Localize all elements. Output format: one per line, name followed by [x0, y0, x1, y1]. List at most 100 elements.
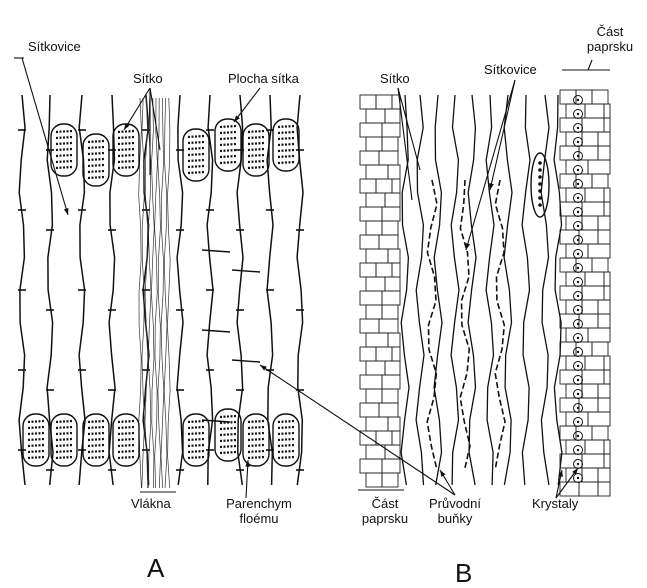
ray-cells-left	[360, 95, 400, 487]
crystal-core	[577, 323, 579, 325]
label-parenchym: Parenchym	[214, 497, 304, 511]
panel-a-drawing	[18, 95, 304, 488]
cell-wall-a	[297, 95, 303, 485]
cross-wall	[202, 420, 230, 422]
leader-sitkovice-a-arrow-head	[64, 208, 69, 215]
fiber-line	[145, 98, 148, 488]
sieve-pore	[538, 182, 542, 186]
crystal-core	[577, 225, 579, 227]
crystal-core	[577, 393, 579, 395]
label-sitkovice-a: Sítkovice	[28, 40, 81, 54]
cross-wall	[202, 250, 230, 252]
sieve-plate-bottom-0	[23, 414, 49, 466]
crystal-core	[577, 155, 579, 157]
panel-letter-a: A	[147, 555, 164, 581]
sieve-plate-bottom-5	[215, 409, 241, 461]
crystal-core	[577, 267, 579, 269]
cell-wall-b	[554, 95, 562, 485]
fiber-line	[155, 98, 158, 488]
crystal-core	[577, 477, 579, 479]
leader-sitkovice-b-1-head	[466, 243, 471, 250]
cross-wall	[232, 360, 260, 362]
companion-cell	[495, 180, 505, 470]
fiber-line	[167, 98, 170, 488]
leader-sitko-b-2	[398, 88, 420, 170]
leader-sitko-a-3	[150, 88, 160, 150]
cross-wall	[202, 330, 230, 332]
fiber-line	[161, 98, 164, 488]
label-vlakna: Vlákna	[131, 497, 171, 511]
cell-wall-b	[416, 95, 424, 485]
sieve-plate-bottom-1	[51, 414, 77, 466]
cell-wall-b	[522, 95, 530, 485]
crystal-core	[577, 337, 579, 339]
crystal-core	[577, 449, 579, 451]
sieve-plate-bottom-7	[273, 414, 299, 466]
label-krystaly: Krystaly	[532, 497, 578, 511]
sieve-plate-top-2	[113, 124, 139, 176]
label-sitkovice-b: Sítkovice	[484, 63, 537, 77]
cell-wall-b	[401, 95, 409, 485]
leader-pruvodni-to-a-head	[260, 365, 267, 371]
sieve-plate-bottom-2	[83, 414, 109, 466]
cross-wall	[232, 270, 260, 272]
crystal-core	[577, 421, 579, 423]
sieve-pore	[538, 168, 542, 172]
crystal-core	[577, 239, 579, 241]
sieve-pore	[538, 203, 542, 207]
label-plocha-sitka: Plocha sítka	[228, 72, 299, 86]
sieve-plate-top-3	[183, 129, 209, 181]
sieve-plate-bottom-6	[243, 414, 269, 466]
crystal-core	[577, 127, 579, 129]
ray-cells-right	[560, 90, 610, 496]
crystal-core	[577, 211, 579, 213]
crystal-core	[577, 169, 579, 171]
label-sitko-b: Sítko	[380, 72, 410, 86]
cell-wall-a	[177, 95, 183, 485]
cell-wall-b	[486, 95, 494, 485]
panel-letter-b: B	[455, 560, 472, 586]
bracket-paprsku-top-tick	[588, 60, 592, 70]
label-paprsku-top: paprsku	[580, 40, 640, 54]
sieve-pore	[538, 189, 542, 193]
companion-cell	[427, 180, 437, 470]
crystal-core	[577, 365, 579, 367]
crystal-core	[577, 113, 579, 115]
leader-sitkovice-a-arrow	[22, 58, 68, 215]
cell-wall-b	[504, 95, 512, 485]
sieve-plate-top-6	[273, 119, 299, 171]
crystal-core	[577, 379, 579, 381]
label-floemu: floému	[214, 512, 304, 526]
sieve-plate-top-0	[51, 124, 77, 176]
leader-pruvodni-to-a	[260, 365, 455, 495]
crystal-core	[577, 281, 579, 283]
crystal-core	[577, 309, 579, 311]
label-cast-top: Část	[580, 25, 640, 39]
leader-sitko-a-1	[124, 88, 150, 130]
sieve-pore	[538, 161, 542, 165]
sieve-plate-top-5	[243, 124, 269, 176]
crystal-core	[577, 183, 579, 185]
label-bunky: buňky	[420, 512, 490, 526]
crystal-core	[577, 99, 579, 101]
crystal-core	[577, 463, 579, 465]
sieve-plate-bottom-4	[183, 414, 209, 466]
crystal-core	[577, 435, 579, 437]
label-sitko-a: Sítko	[133, 72, 163, 86]
sieve-plate-bottom-3	[113, 414, 139, 466]
sieve-pore	[538, 175, 542, 179]
leader-pruvodni-b-head	[440, 470, 445, 477]
cell-wall-b	[451, 95, 459, 485]
crystal-core	[577, 295, 579, 297]
label-pruvodni: Průvodní	[420, 497, 490, 511]
cell-wall-b	[468, 95, 476, 485]
sieve-pore	[538, 196, 542, 200]
crystal-core	[577, 197, 579, 199]
sieve-plate-top-1	[83, 134, 109, 186]
crystal-core	[577, 253, 579, 255]
leader-sitkovice-b-2	[490, 80, 515, 190]
cell-wall-a	[109, 95, 115, 485]
fiber-line	[164, 98, 167, 488]
fiber-line	[158, 98, 161, 488]
